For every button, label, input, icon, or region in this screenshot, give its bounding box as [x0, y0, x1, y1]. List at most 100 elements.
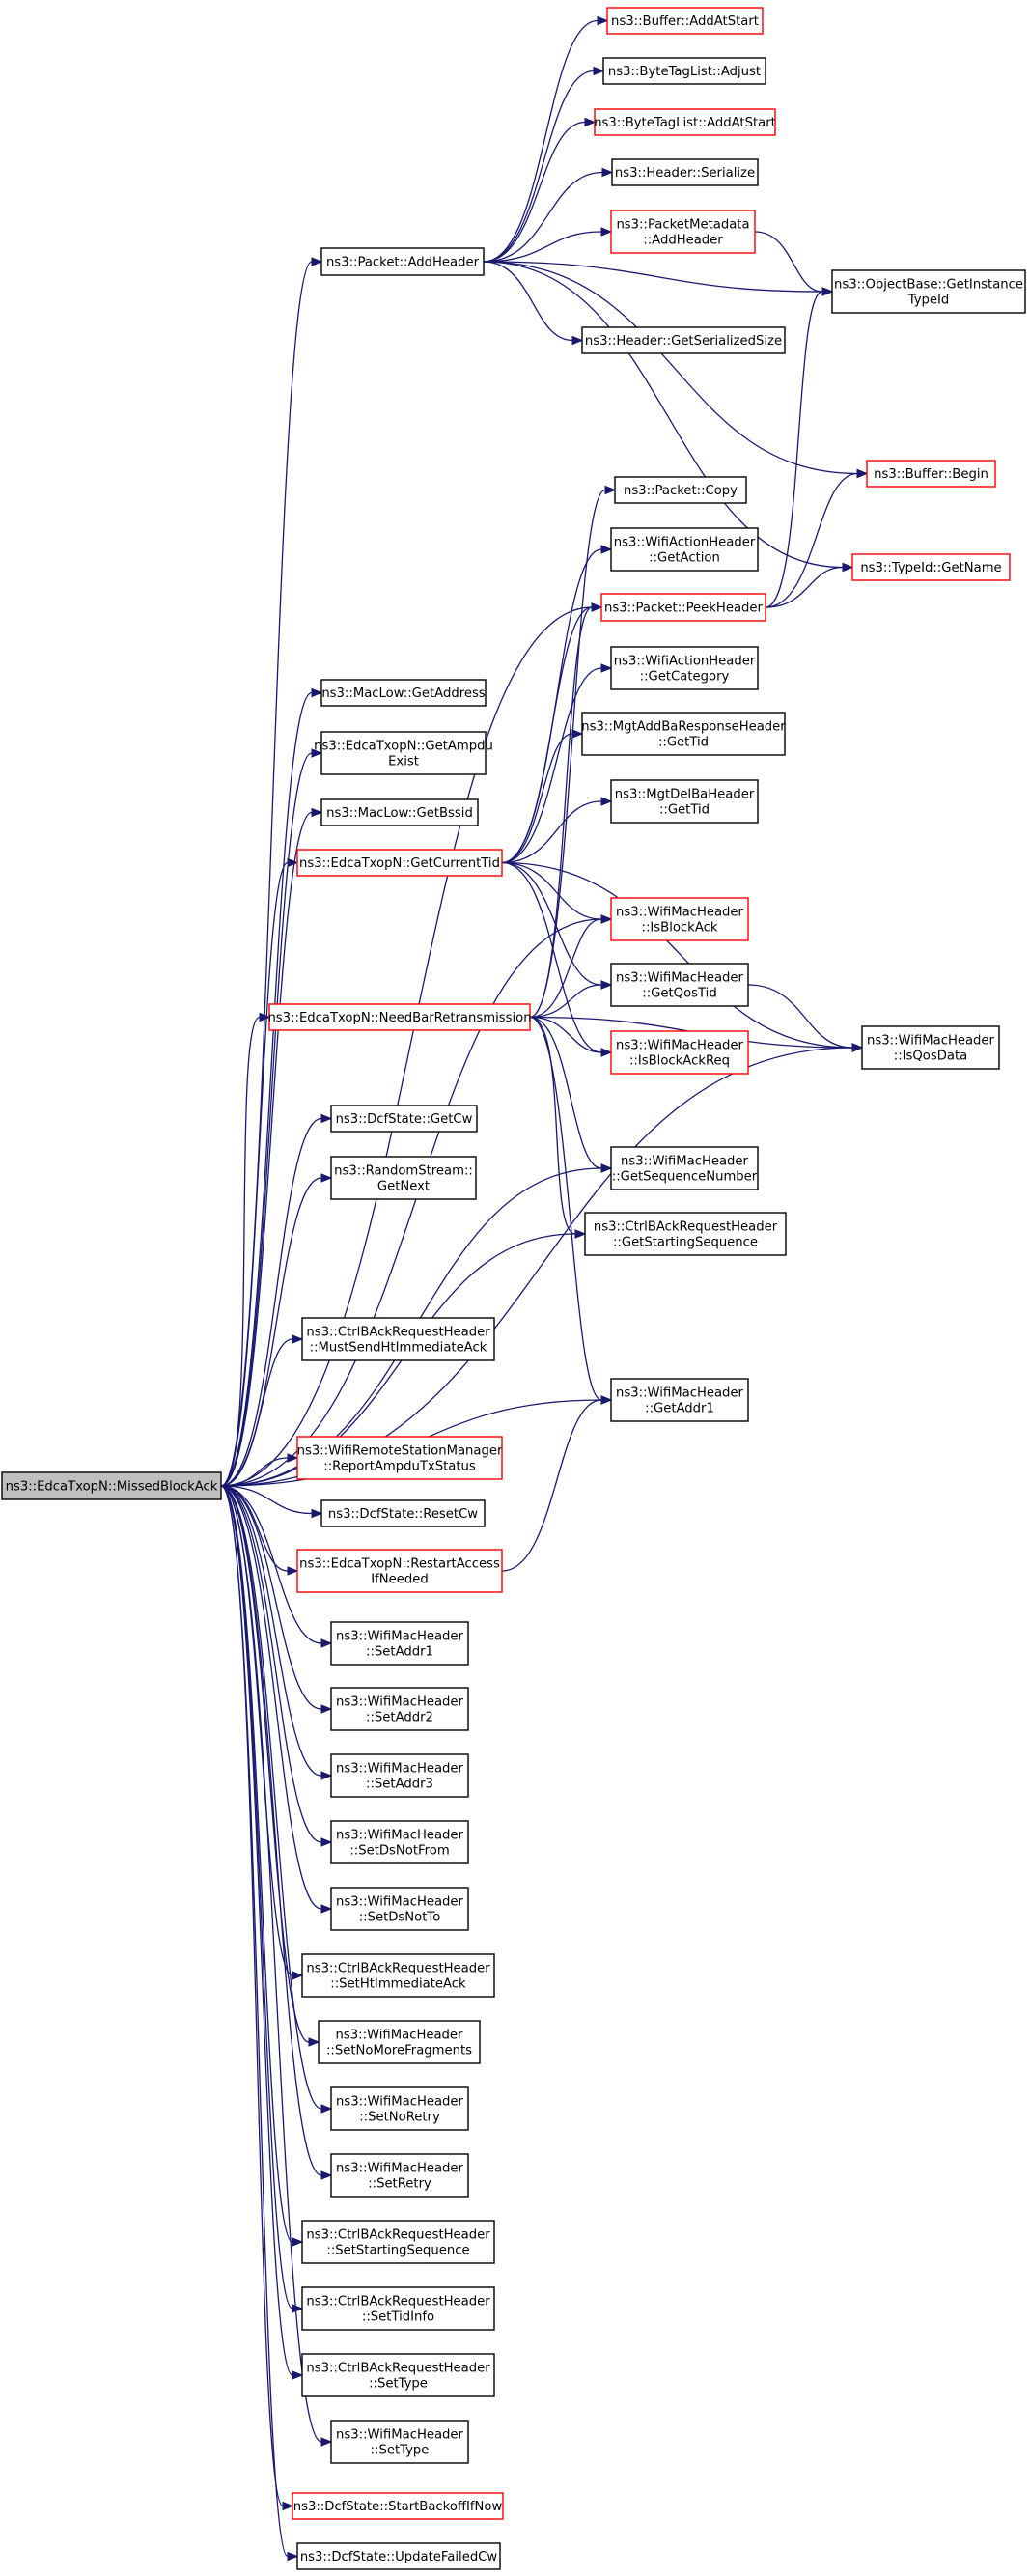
node-dcf_resetcw[interactable]: ns3::DcfState::ResetCw: [320, 1499, 486, 1527]
node-label: ns3::WifiMacHeader: [621, 1155, 749, 1169]
node-hdr_serialize[interactable]: ns3::Header::Serialize: [611, 158, 759, 186]
edge-addheader-to-hdr_getsize: [483, 261, 584, 346]
node-dcf_getcw[interactable]: ns3::DcfState::GetCw: [330, 1105, 478, 1133]
edge-missed-to-getcurrenttid: [220, 857, 299, 1487]
node-peekheader[interactable]: ns3::Packet::PeekHeader: [600, 593, 766, 622]
node-label: ::GetQosTid: [642, 987, 716, 1001]
node-box: [330, 1621, 469, 1666]
node-label: ns3::EdcaTxopN::MissedBlockAck: [6, 1480, 218, 1495]
node-btl_addatstart[interactable]: ns3::ByteTagList::AddAtStart: [594, 108, 776, 136]
node-maclow_getaddress[interactable]: ns3::MacLow::GetAddress: [320, 679, 487, 707]
node-label: ::SetTidInfo: [362, 2310, 434, 2325]
node-rs_getnext[interactable]: ns3::RandomStream::GetNext: [330, 1156, 477, 1200]
node-wah_getcategory[interactable]: ns3::WifiActionHeader::GetCategory: [610, 646, 759, 690]
node-pkt_copy[interactable]: ns3::Packet::Copy: [614, 476, 747, 504]
node-btl_adjust[interactable]: ns3::ByteTagList::Adjust: [602, 57, 766, 85]
node-typeid_getname[interactable]: ns3::TypeId::GetName: [851, 553, 1011, 581]
node-label: ns3::WifiMacHeader: [616, 1039, 744, 1053]
node-buf_addatstart[interactable]: ns3::Buffer::AddAtStart: [606, 7, 764, 35]
node-box: [606, 7, 764, 35]
node-dcf_startbackoff[interactable]: ns3::DcfState::StartBackoffIfNow: [292, 2492, 504, 2520]
node-box: [602, 57, 766, 85]
node-label: ns3::EdcaTxopN::GetAmpdu: [314, 740, 493, 754]
node-wmh_setaddr1[interactable]: ns3::WifiMacHeader::SetAddr1: [330, 1621, 469, 1666]
node-label: ns3::Packet::Copy: [624, 484, 738, 498]
node-box: [296, 1436, 503, 1480]
node-label: ::SetStartingSequence: [326, 2244, 469, 2258]
node-box: [301, 1953, 495, 1998]
node-label: ns3::CtrlBAckRequestHeader: [306, 2295, 490, 2310]
node-box: [594, 108, 776, 136]
edge-peekheader-to-ob_getinstance: [765, 287, 834, 608]
edge-wmh_getqostid-to-wmh_isqosdata: [747, 984, 864, 1052]
node-box: [318, 2020, 481, 2064]
node-label: ::GetTid: [658, 736, 709, 750]
node-box: [610, 1378, 749, 1422]
node-label: ns3::WifiMacHeader: [867, 1034, 995, 1049]
node-wmh_isqosdata[interactable]: ns3::WifiMacHeader::IsQosData: [861, 1025, 1000, 1070]
node-box: [330, 1687, 469, 1731]
node-pm_addheader[interactable]: ns3::PacketMetadata::AddHeader: [610, 210, 756, 254]
node-wrsm_report[interactable]: ns3::WifiRemoteStationManager::ReportAmp…: [296, 1436, 503, 1480]
edge-missed-to-needbar: [220, 1012, 271, 1487]
node-label: ns3::WifiMacHeader: [336, 1895, 464, 1910]
node-addheader[interactable]: ns3::Packet::AddHeader: [320, 247, 485, 276]
node-mgt_delba_gettid[interactable]: ns3::MgtDelBaHeader::GetTid: [610, 779, 759, 824]
node-wmh_isblockackreq[interactable]: ns3::WifiMacHeader::IsBlockAckReq: [610, 1030, 749, 1075]
node-box: [296, 1549, 503, 1593]
node-label: ns3::MacLow::GetBssid: [326, 806, 473, 821]
node-label: ns3::WifiMacHeader: [336, 2428, 464, 2443]
node-missed: ns3::EdcaTxopN::MissedBlockAck: [1, 1471, 222, 1500]
node-label: ::SetDsNotFrom: [349, 1844, 449, 1859]
edge-needbar-to-wmh_isblockackreq: [529, 1016, 613, 1057]
node-dcf_updatefailedcw[interactable]: ns3::DcfState::UpdateFailedCw: [296, 2542, 501, 2570]
node-box: [301, 1317, 495, 1361]
node-getcurrenttid[interactable]: ns3::EdcaTxopN::GetCurrentTid: [296, 849, 503, 877]
node-wmh_setnoretry[interactable]: ns3::WifiMacHeader::SetNoRetry: [330, 2086, 469, 2131]
node-wmh_setaddr2[interactable]: ns3::WifiMacHeader::SetAddr2: [330, 1687, 469, 1731]
node-label: ns3::WifiMacHeader: [336, 2095, 464, 2110]
node-cbar_settype[interactable]: ns3::CtrlBAckRequestHeader::SetType: [301, 2353, 495, 2397]
node-maclow_getbssid[interactable]: ns3::MacLow::GetBssid: [320, 798, 479, 826]
node-box: [330, 2153, 469, 2198]
node-wah_getaction[interactable]: ns3::WifiActionHeader::GetAction: [610, 527, 759, 572]
node-cbar_sethtimm[interactable]: ns3::CtrlBAckRequestHeader::SetHtImmedia…: [301, 1953, 495, 1998]
node-box: [610, 779, 759, 824]
node-box: [268, 1003, 531, 1031]
node-box: [831, 269, 1026, 314]
node-wmh_getseq[interactable]: ns3::WifiMacHeader::GetSequenceNumber: [610, 1146, 759, 1190]
node-wmh_setaddr3[interactable]: ns3::WifiMacHeader::SetAddr3: [330, 1753, 469, 1798]
edge-missed-to-wmh_isblockack: [220, 914, 613, 1487]
node-label: ns3::MacLow::GetAddress: [321, 686, 485, 701]
edge-getcurrenttid-to-wah_getcategory: [501, 663, 613, 864]
node-cbar_settidinfo[interactable]: ns3::CtrlBAckRequestHeader::SetTidInfo: [301, 2286, 495, 2331]
node-wmh_getaddr1[interactable]: ns3::WifiMacHeader::GetAddr1: [610, 1378, 749, 1422]
node-cbar_mustsend[interactable]: ns3::CtrlBAckRequestHeader::MustSendHtIm…: [301, 1317, 495, 1361]
node-buf_begin[interactable]: ns3::Buffer::Begin: [866, 460, 996, 488]
node-wmh_isblockack[interactable]: ns3::WifiMacHeader::IsBlockAck: [610, 897, 749, 941]
node-box: [610, 1030, 749, 1075]
node-label: ns3::MgtAddBaResponseHeader: [581, 720, 786, 735]
node-wmh_setnomorefrag[interactable]: ns3::WifiMacHeader::SetNoMoreFragments: [318, 2020, 481, 2064]
node-wmh_setretry[interactable]: ns3::WifiMacHeader::SetRetry: [330, 2153, 469, 2198]
node-wmh_settype[interactable]: ns3::WifiMacHeader::SetType: [330, 2420, 469, 2464]
edge-getcurrenttid-to-mgt_delba_gettid: [501, 797, 613, 864]
node-label: ns3::CtrlBAckRequestHeader: [306, 2228, 490, 2243]
node-label: ns3::ByteTagList::AddAtStart: [594, 116, 776, 130]
node-cbar_setstartseq[interactable]: ns3::CtrlBAckRequestHeader::SetStartingS…: [301, 2220, 495, 2264]
node-wmh_setdsnotfrom[interactable]: ns3::WifiMacHeader::SetDsNotFrom: [330, 1820, 469, 1864]
node-wmh_setdsnotto[interactable]: ns3::WifiMacHeader::SetDsNotTo: [330, 1887, 469, 1931]
node-cbar_getstartseq[interactable]: ns3::CtrlBAckRequestHeader::GetStartingS…: [584, 1212, 787, 1256]
edge-missed-to-restartaccess: [220, 1485, 299, 1576]
node-label: ns3::WifiMacHeader: [616, 1386, 744, 1401]
node-needbar[interactable]: ns3::EdcaTxopN::NeedBarRetransmission: [267, 1003, 532, 1031]
node-label: ns3::WifiRemoteStationManager: [297, 1444, 503, 1459]
node-hdr_getsize[interactable]: ns3::Header::GetSerializedSize: [581, 326, 786, 354]
edge-missed-to-cbar_settype: [220, 1485, 304, 2380]
node-wmh_getqostid[interactable]: ns3::WifiMacHeader::GetQosTid: [610, 963, 749, 1007]
node-mgt_addba_gettid[interactable]: ns3::MgtAddBaResponseHeader::GetTid: [581, 712, 786, 756]
